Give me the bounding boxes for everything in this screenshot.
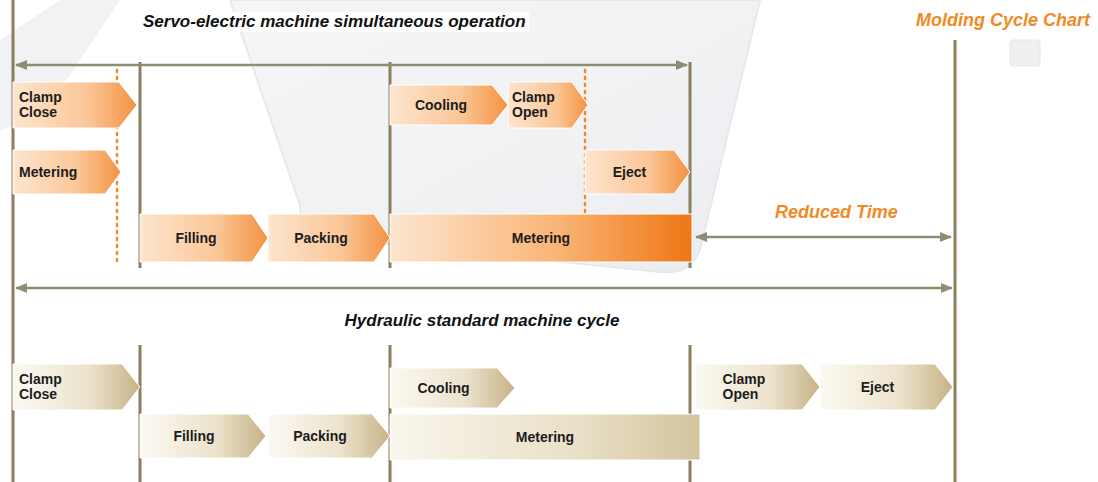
arrow-fill <box>268 414 390 458</box>
arrow-fill <box>268 214 390 262</box>
arrow-fill <box>390 85 508 125</box>
process-arrow: Packing <box>268 214 390 262</box>
step-label: Eject <box>613 165 646 180</box>
step-label: Clamp Open <box>723 372 775 401</box>
dimension-arrow <box>16 65 952 288</box>
arrow-fill <box>585 150 690 194</box>
arrow-fill <box>820 364 953 410</box>
chart-title: Molding Cycle Chart <box>916 10 1090 31</box>
step-label: Metering <box>512 231 570 246</box>
arrow-fill <box>13 364 140 410</box>
step-label: Packing <box>293 429 347 444</box>
step-label: Eject <box>861 380 894 395</box>
arrow-fill <box>140 414 266 458</box>
step-label: Cooling <box>415 98 467 113</box>
overlap-marker <box>117 70 585 266</box>
process-arrow: Filling <box>140 414 266 458</box>
process-arrow: Clamp Close <box>13 364 140 410</box>
product-illustration <box>0 0 1040 272</box>
arrow-fill <box>13 82 137 128</box>
process-arrow: Eject <box>820 364 953 410</box>
process-arrow: Filling <box>140 214 268 262</box>
step-label: Metering <box>516 430 574 445</box>
process-arrow: Metering <box>390 214 692 262</box>
arrow-fill <box>695 364 820 410</box>
step-label: Clamp Open <box>512 90 562 119</box>
arrow-fill <box>140 214 268 262</box>
step-label: Packing <box>294 231 348 246</box>
process-arrow: Eject <box>585 150 690 194</box>
arrow-fill <box>508 82 588 128</box>
step-label: Clamp Close <box>19 90 71 119</box>
step-label: Clamp Close <box>19 372 71 401</box>
arrow-fill <box>13 150 121 194</box>
step-label: Cooling <box>417 381 469 396</box>
step-label: Filling <box>173 429 214 444</box>
step-label: Metering <box>19 165 77 180</box>
chart-label: Reduced Time <box>772 202 901 223</box>
process-arrow: Clamp Close <box>13 82 137 128</box>
process-arrow: Packing <box>268 414 390 458</box>
step-label: Filling <box>175 231 216 246</box>
arrow-fill <box>390 368 515 408</box>
process-arrow: Cooling <box>390 368 515 408</box>
process-arrow: Metering <box>13 150 121 194</box>
process-arrow: Clamp Open <box>508 82 588 128</box>
arrow-fill <box>390 414 700 460</box>
process-arrow: Cooling <box>390 85 508 125</box>
chart-label: Hydraulic standard machine cycle <box>342 311 623 331</box>
arrow-fill <box>390 214 692 262</box>
process-arrow: Clamp Open <box>695 364 820 410</box>
chart-label: Servo-electric machine simultaneous oper… <box>140 12 529 32</box>
time-marker <box>13 0 955 482</box>
process-arrow: Metering <box>390 414 700 460</box>
